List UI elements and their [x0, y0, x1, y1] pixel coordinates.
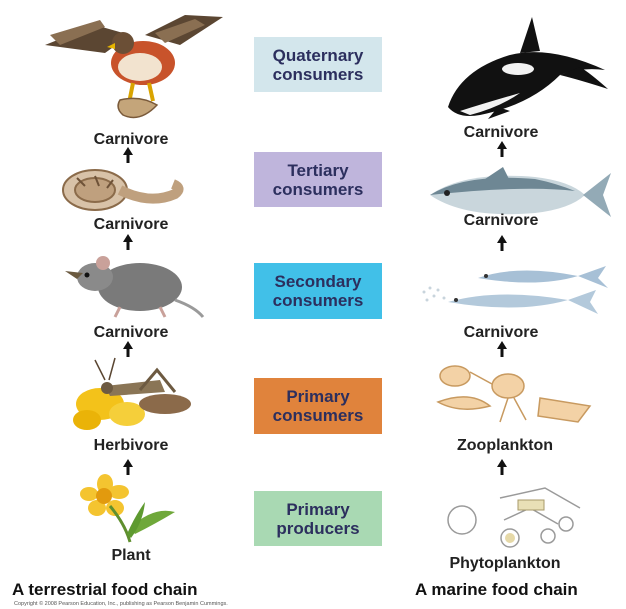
- zooplankton-icon: [430, 362, 595, 430]
- marine-label-carnivore-2: Carnivore: [451, 212, 551, 230]
- arrow-up-icon: [496, 235, 508, 251]
- phytoplankton-icon: [440, 478, 590, 550]
- flower-plant-icon: [75, 476, 180, 544]
- arrow-up-icon: [122, 459, 134, 475]
- level-tertiary-consumers: Tertiary consumers: [254, 152, 382, 207]
- rattlesnake-icon: [55, 160, 190, 215]
- orca-icon: [440, 15, 610, 120]
- mouse-icon: [55, 245, 205, 320]
- level-primary-producers: Primary producers: [254, 491, 382, 546]
- small-fish-icon: [418, 262, 613, 320]
- marine-chain-title: A marine food chain: [415, 580, 578, 600]
- arrow-up-icon: [496, 459, 508, 475]
- marine-label-carnivore-1: Carnivore: [451, 124, 551, 142]
- terrestrial-chain-title: A terrestrial food chain: [12, 580, 197, 600]
- terrestrial-label-herbivore: Herbivore: [86, 437, 176, 455]
- marine-label-carnivore-3: Carnivore: [451, 324, 551, 342]
- copyright-notice: Copyright © 2008 Pearson Education, Inc.…: [14, 601, 228, 607]
- marine-label-zooplankton: Zooplankton: [445, 437, 565, 455]
- level-secondary-consumers: Secondary consumers: [254, 263, 382, 319]
- marine-label-phytoplankton: Phytoplankton: [440, 555, 570, 573]
- hawk-icon: [45, 5, 230, 125]
- arrow-up-icon: [496, 141, 508, 157]
- terrestrial-label-plant: Plant: [86, 547, 176, 565]
- arrow-up-icon: [496, 341, 508, 357]
- level-primary-consumers: Primary consumers: [254, 378, 382, 434]
- terrestrial-label-carnivore-2: Carnivore: [86, 216, 176, 234]
- terrestrial-label-carnivore-3: Carnivore: [86, 324, 176, 342]
- grasshopper-icon: [65, 352, 195, 437]
- level-quaternary-consumers: Quaternary consumers: [254, 37, 382, 92]
